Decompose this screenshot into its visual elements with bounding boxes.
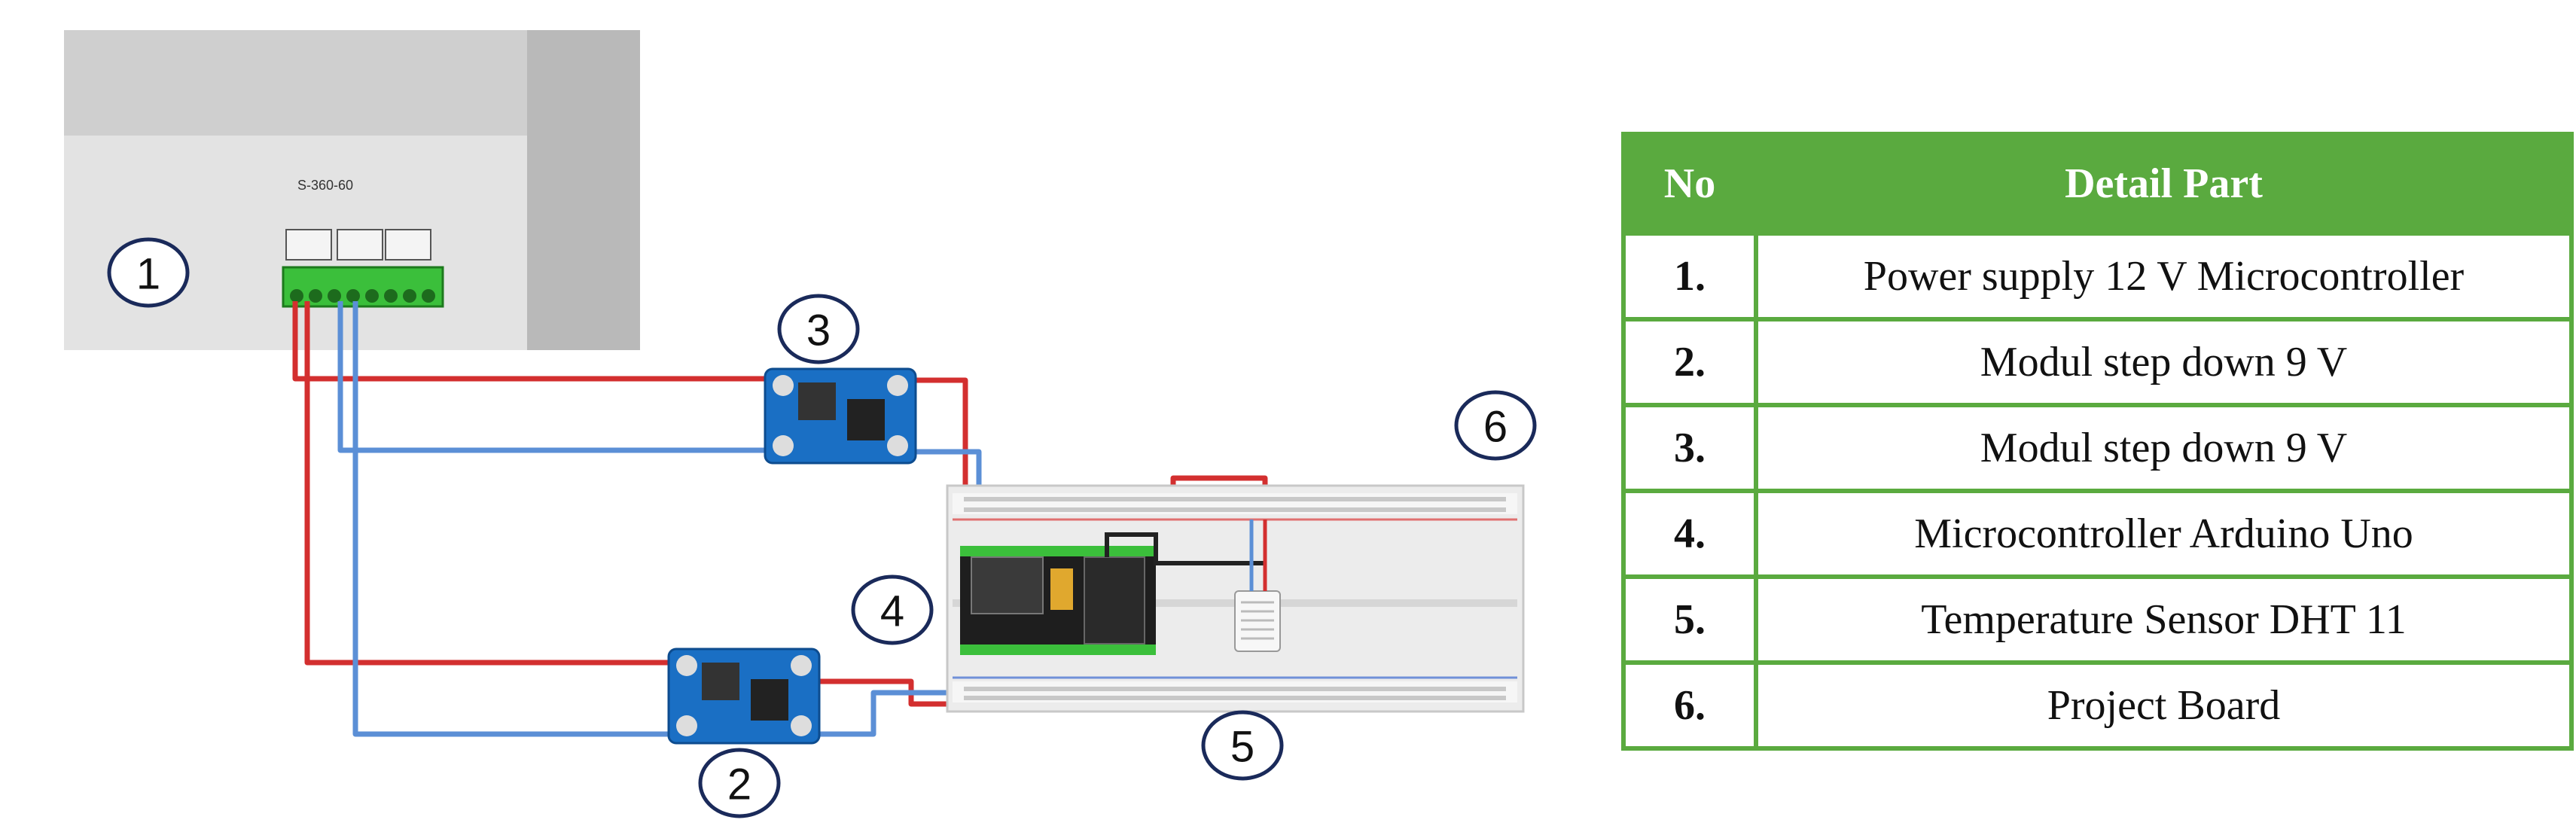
row-no: 2. (1621, 317, 1758, 407)
stepdown-module-upper (764, 367, 917, 465)
terminal-label-box (385, 229, 431, 261)
table-row: 4. Microcontroller Arduino Uno (1621, 489, 2574, 579)
row-part: Modul step down 9 V (1754, 317, 2574, 407)
row-no: 5. (1621, 574, 1758, 665)
table-row: 1. Power supply 12 V Microcontroller (1621, 231, 2574, 321)
callout-1-label: 1 (136, 250, 160, 299)
stepdown-module-lower (667, 648, 821, 745)
power-supply-model: S-360-60 (297, 178, 353, 193)
terminal-screws (290, 289, 435, 303)
row-part: Modul step down 9 V (1754, 403, 2574, 493)
wire-positive-upper (292, 301, 765, 382)
parts-table: No Detail Part 1. Power supply 12 V Micr… (1621, 132, 2574, 751)
power-supply-side (527, 30, 640, 350)
callout-3: 3 (777, 294, 860, 364)
callout-3-label: 3 (806, 306, 831, 355)
callout-2: 2 (698, 748, 781, 818)
microcontroller-board (960, 546, 1156, 655)
table-row: 6. Project Board (1621, 660, 2574, 751)
row-no: 1. (1621, 231, 1758, 321)
terminal-label-box (285, 229, 332, 261)
callout-4-label: 4 (880, 587, 904, 636)
row-part: Project Board (1754, 660, 2574, 751)
table-row: 5. Temperature Sensor DHT 11 (1621, 574, 2574, 665)
wire-negative-lower (352, 301, 983, 737)
power-supply: S-360-60 (64, 30, 640, 350)
wire-negative-upper (337, 301, 765, 453)
wire-signal (1105, 532, 1265, 565)
row-part: Temperature Sensor DHT 11 (1754, 574, 2574, 665)
temperature-sensor (1234, 590, 1281, 652)
callout-6: 6 (1454, 390, 1537, 461)
table-row: 3. Modul step down 9 V (1621, 403, 2574, 493)
wiring-diagram: S-360-60 (64, 30, 1537, 818)
table-row: 2. Modul step down 9 V (1621, 317, 2574, 407)
callout-2-label: 2 (727, 760, 751, 809)
row-no: 4. (1621, 489, 1758, 579)
row-no: 3. (1621, 403, 1758, 493)
header-no: No (1621, 132, 1758, 236)
table-header-row: No Detail Part (1621, 132, 2574, 236)
callout-1: 1 (107, 237, 190, 308)
callout-5-label: 5 (1230, 723, 1254, 772)
callout-4: 4 (851, 574, 934, 645)
power-supply-top (64, 30, 527, 136)
wire-positive-lower (304, 301, 681, 666)
terminal-label-box (337, 229, 383, 261)
callout-6-label: 6 (1483, 403, 1507, 452)
header-detail-part: Detail Part (1754, 132, 2574, 236)
row-part: Microcontroller Arduino Uno (1754, 489, 2574, 579)
callout-5: 5 (1201, 710, 1284, 781)
row-part: Power supply 12 V Microcontroller (1754, 231, 2574, 321)
terminal-block (282, 266, 444, 308)
row-no: 6. (1621, 660, 1758, 751)
